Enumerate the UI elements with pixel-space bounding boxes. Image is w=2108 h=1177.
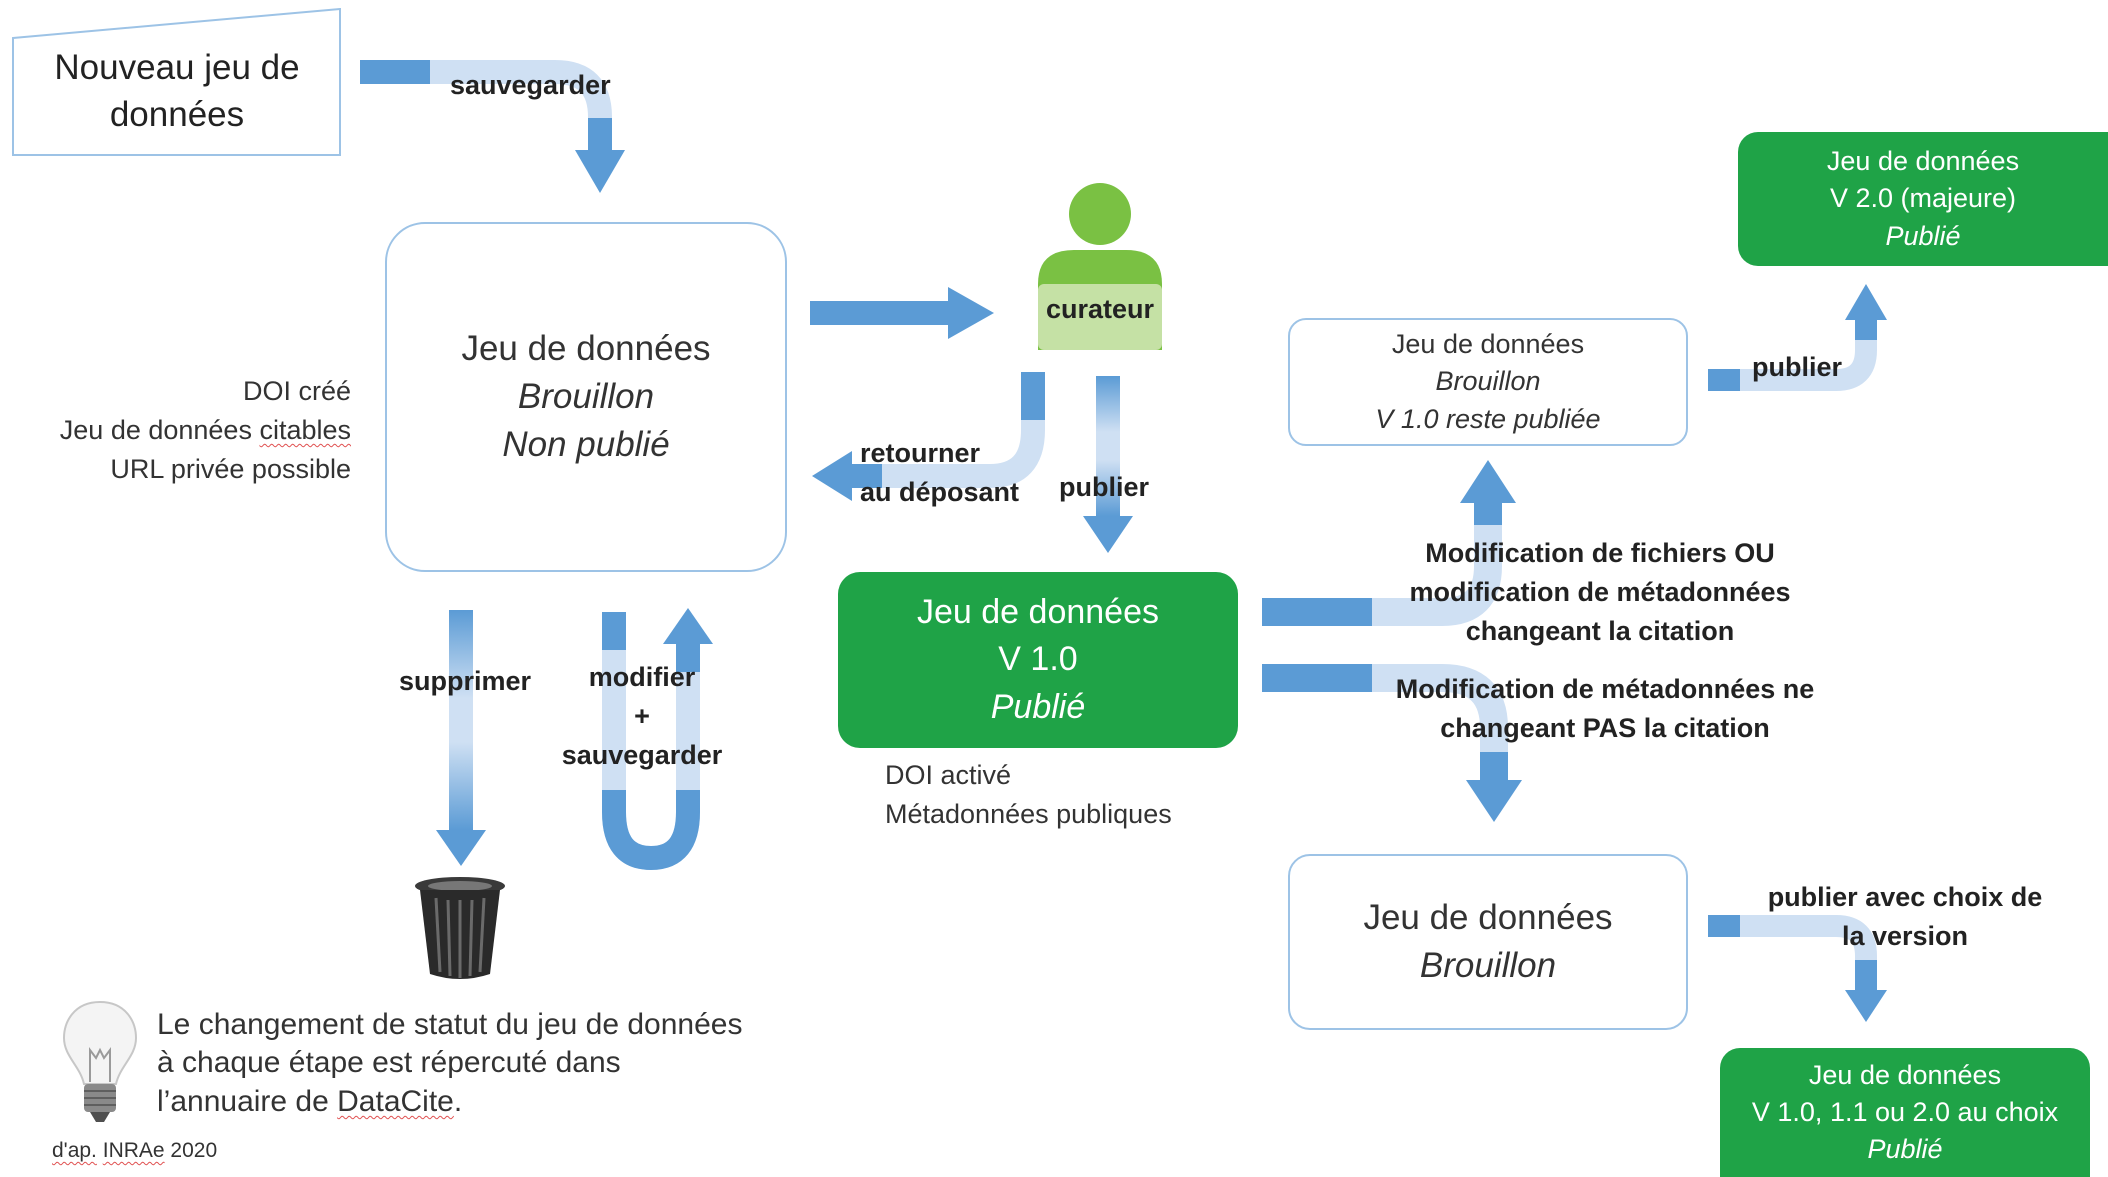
trash-can-graphic (415, 877, 505, 979)
delete-label: supprimer (399, 666, 532, 696)
arrow-delete (436, 610, 486, 866)
modify-label-line2: + (634, 701, 650, 732)
minor-change-line1: Modification de métadonnées ne (1395, 674, 1815, 704)
tip-line1: Le changement de statut du jeu de donnée… (157, 1008, 743, 1041)
draft-minor-status: Brouillon (1419, 946, 1557, 985)
major-change-line3: changeant la citation (1465, 616, 1735, 647)
draft-note-citable-word: citables (259, 415, 351, 446)
curator-label: curateur (1045, 294, 1155, 324)
arrow-publish-major (1708, 284, 1887, 391)
publish-major-label: publier (1752, 352, 1843, 382)
draft-minor-box: Jeu de données Brouillon (1288, 854, 1688, 1030)
draft-notes: DOI créé Jeu de données citables URL pri… (60, 372, 351, 489)
major-change-label: Modification de fichiers OU modification… (1370, 534, 1830, 651)
arrow-publish (1083, 376, 1133, 553)
new-dataset-line2: données (109, 95, 245, 135)
arrow-save (360, 60, 625, 193)
modify-label-line3: sauvegarder (561, 740, 723, 771)
publish-choice-line2: la version (1841, 921, 1969, 952)
published-v1-box: Jeu de données V 1.0 Publié (838, 572, 1238, 748)
datacite-link[interactable]: DataCite (337, 1084, 454, 1118)
tip-text: Le changement de statut du jeu de donnée… (157, 1006, 742, 1121)
person-icon (1038, 183, 1162, 350)
modify-label: modifier + sauvegarder (560, 658, 724, 775)
minor-change-label: Modification de métadonnées ne changeant… (1370, 670, 1840, 748)
tip-line3-suffix: . (453, 1084, 463, 1118)
published-v1-notes: DOI activé Métadonnées publiques (885, 756, 1172, 834)
arrow-return (812, 372, 1045, 501)
arrow-publish-choice (1708, 915, 1887, 1022)
draft-major-box: Jeu de données Brouillon V 1.0 reste pub… (1288, 318, 1688, 446)
published-v1-note-doi: DOI activé (885, 760, 1012, 790)
trash-can-icon (410, 874, 510, 986)
draft-note-citable-prefix: Jeu de données (59, 415, 260, 446)
light-bulb-graphic (62, 1000, 138, 1122)
draft-title: Jeu de données (461, 328, 711, 368)
credit-dap: d'ap. (52, 1139, 97, 1162)
new-dataset-line1: Nouveau jeu de (54, 48, 300, 87)
major-change-line1: Modification de fichiers OU (1425, 538, 1775, 568)
return-label-line2: au déposant (860, 477, 1020, 508)
new-dataset-box-shape (12, 8, 341, 156)
light-bulb-icon (60, 998, 140, 1126)
draft-major-note: V 1.0 reste publiée (1375, 403, 1601, 434)
publish-choice-label: publier avec choix de la version (1745, 878, 2065, 956)
draft-note-doi: DOI créé (242, 376, 351, 406)
published-choice-version: V 1.0, 1.1 ou 2.0 au choix (1751, 1096, 2059, 1127)
publish-choice-line1: publier avec choix de (1767, 882, 2043, 912)
save-label: sauvegarder (450, 70, 611, 100)
major-change-line2: modification de métadonnées (1409, 577, 1791, 608)
return-label-line1: retourner (860, 438, 981, 468)
publish-label: publier (1059, 472, 1150, 502)
published-v1-title: Jeu de données (917, 592, 1159, 631)
arrow-minor-change (1262, 664, 1522, 822)
published-choice-box: Jeu de données V 1.0, 1.1 ou 2.0 au choi… (1720, 1048, 2090, 1177)
arrow-modify-loop (602, 608, 713, 871)
published-major-version: V 2.0 (majeure) (1829, 183, 2017, 214)
arrow-major-change (1262, 460, 1516, 626)
draft-major-status: Brouillon (1435, 366, 1541, 397)
modify-label-line1: modifier (588, 662, 696, 692)
draft-note-url: URL privée possible (110, 454, 351, 485)
published-v1-status: Publié (990, 687, 1086, 726)
credit-year: 2020 (164, 1139, 218, 1162)
minor-change-line2: changeant PAS la citation (1440, 713, 1770, 744)
new-dataset-box: Nouveau jeu de données (12, 8, 342, 156)
draft-major-title: Jeu de données (1391, 329, 1585, 360)
published-major-status: Publié (1885, 220, 1961, 251)
published-choice-status: Publié (1867, 1134, 1943, 1165)
return-label: retourner au déposant (860, 434, 1019, 512)
credit-org: INRAe (102, 1139, 165, 1162)
draft-minor-title: Jeu de données (1363, 897, 1613, 937)
published-major-title: Jeu de données (1826, 146, 2020, 177)
credit: d'ap. INRAe 2020 (52, 1136, 217, 1166)
tip-line3-prefix: l’annuaire de (157, 1084, 338, 1118)
tip-line3: l’annuaire de DataCite. (157, 1083, 742, 1121)
published-choice-title: Jeu de données (1808, 1059, 2002, 1090)
published-v1-version: V 1.0 (998, 640, 1078, 679)
published-major-box: Jeu de données V 2.0 (majeure) Publié (1738, 132, 2108, 266)
draft-status2: Non publié (502, 425, 670, 465)
published-v1-note-meta: Métadonnées publiques (885, 799, 1172, 830)
draft-status1: Brouillon (517, 376, 655, 416)
tip-line2: à chaque étape est répercuté dans (157, 1046, 621, 1080)
arrow-to-curator (810, 287, 994, 339)
draft-box: Jeu de données Brouillon Non publié (385, 222, 787, 572)
curator: curateur (1032, 180, 1168, 352)
draft-note-citable: Jeu de données citables (60, 411, 351, 450)
